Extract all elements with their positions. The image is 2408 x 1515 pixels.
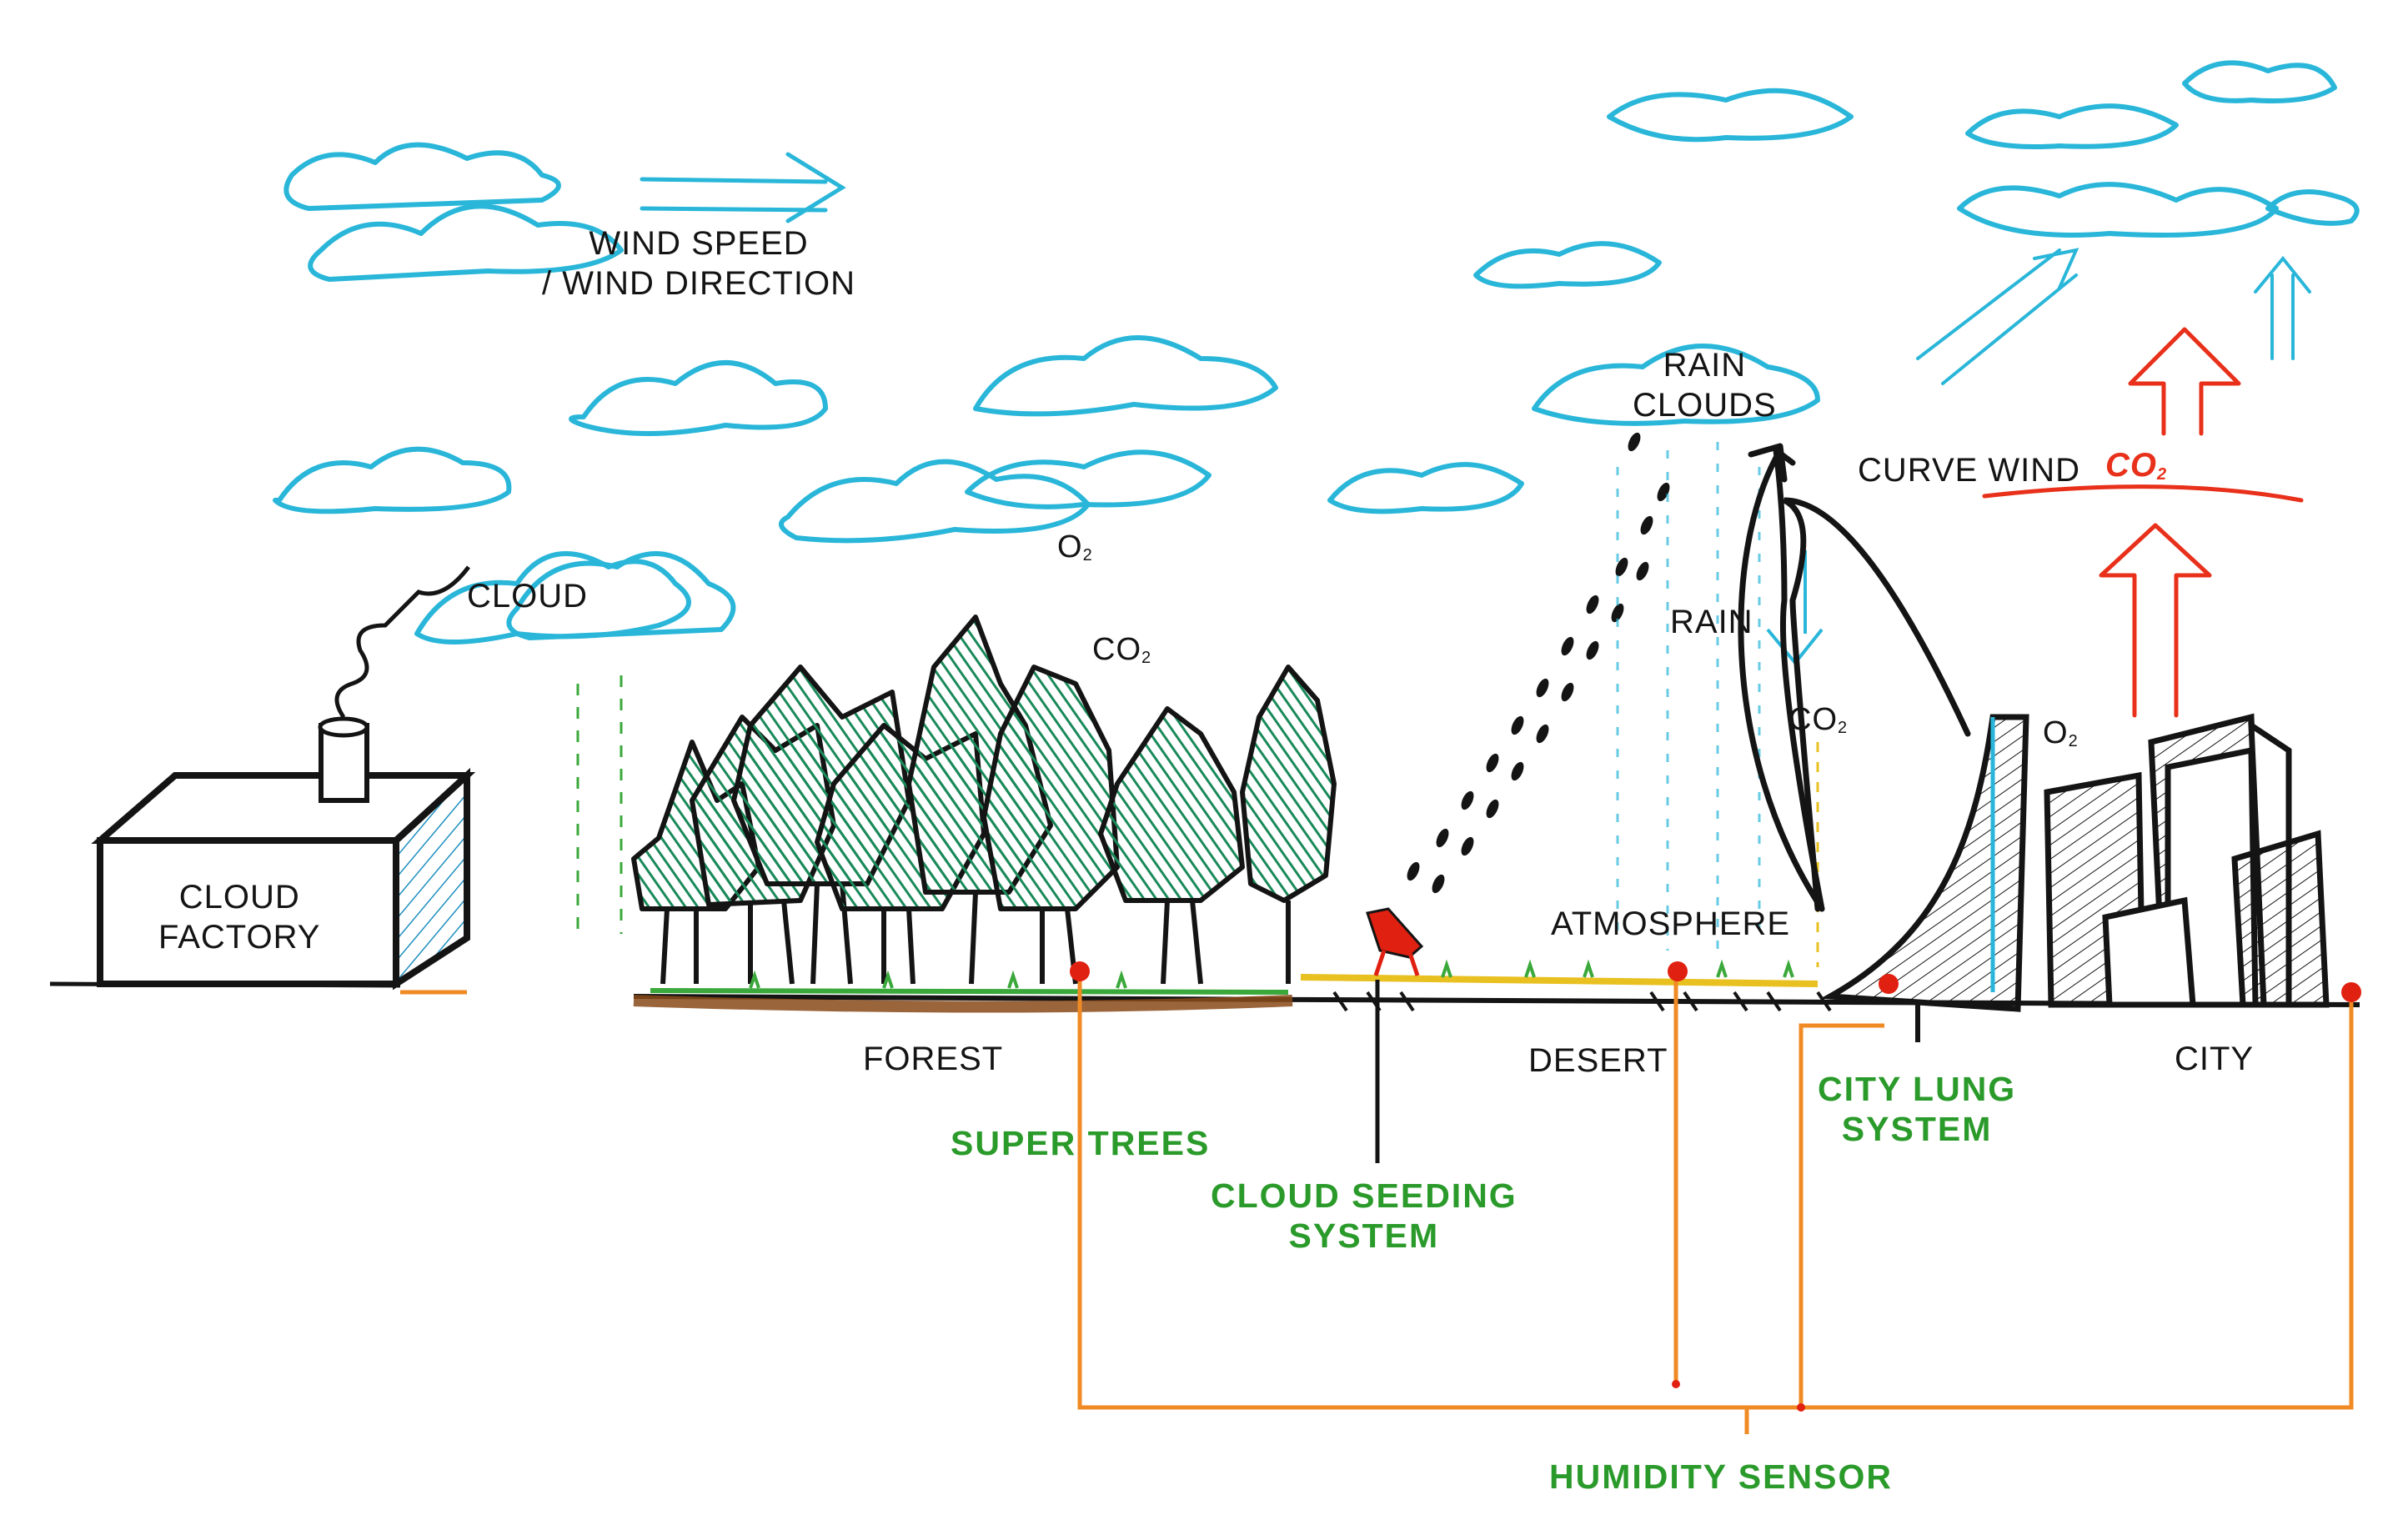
sensor-wire-joint-2 (1797, 1403, 1805, 1412)
tree-7 (1098, 706, 1245, 985)
co2-forest-label: CO2 (1092, 632, 1152, 667)
city-buildings (2044, 713, 2330, 1008)
cloud-factory-building (91, 565, 476, 991)
sky-clouds (273, 60, 2360, 645)
o2-city-label: O2 (2043, 715, 2079, 750)
rain-clouds-label: RAIN CLOUDS (1633, 347, 1777, 424)
cloud-factory-label: CLOUD FACTORY (158, 879, 321, 956)
desert-label: DESERT (1528, 1042, 1668, 1079)
tree-8 (1240, 665, 1337, 984)
building-5 (2231, 830, 2330, 1008)
cloud-15 (2182, 60, 2337, 103)
rain-dashes (1616, 442, 1761, 951)
cloud-1 (283, 142, 561, 211)
cloud-2 (308, 203, 624, 282)
forest-label: FOREST (863, 1041, 1004, 1077)
city-lung-label: CITY LUNG SYSTEM (1818, 1070, 2017, 1148)
cloud-14 (1957, 182, 2279, 238)
cloud-6 (779, 459, 1091, 544)
city-lung-structure (1819, 714, 2029, 1042)
curve-wind-arrow (1773, 447, 1971, 912)
cloud-seeding-label: CLOUD SEEDING SYSTEM (1211, 1176, 1518, 1255)
cloud-4 (273, 446, 512, 514)
chimney-smoke (334, 565, 470, 719)
cloud-seeding-device (1366, 907, 1424, 976)
cloud-label: CLOUD (467, 578, 589, 615)
humidity-sensor-label: HUMIDITY SENSOR (1549, 1457, 1893, 1496)
curve-wind-label: CURVE WIND (1858, 452, 2081, 489)
co2-desert-label: CO2 (1788, 702, 1849, 737)
forest-trees (631, 615, 1337, 985)
cloud-10 (1473, 241, 1662, 289)
sensor-wiring (1077, 974, 2354, 1434)
sensor-desert (1668, 961, 1688, 981)
sensor-dots (1070, 961, 2361, 1412)
cloud-11 (1532, 344, 1820, 426)
factory-cloud-dashes (576, 675, 623, 934)
factory-cloud (414, 551, 691, 645)
cloud-7 (973, 335, 1278, 417)
atmosphere-label: ATMOSPHERE (1551, 905, 1791, 942)
sensor-forest (1070, 961, 1090, 981)
heat-arrows (1982, 327, 2304, 718)
cloud-13 (1965, 103, 2179, 149)
cloud-3 (569, 360, 828, 436)
curve-wind-arrow-head (1738, 443, 1825, 912)
super-trees-label: SUPER TREES (951, 1124, 1211, 1162)
o2-forest-label: O2 (1057, 529, 1093, 564)
sensor-wire-joint-1 (1672, 1380, 1680, 1388)
co2-city-label: CO2 (2105, 447, 2168, 484)
rain-label: RAIN (1670, 604, 1753, 640)
grass (749, 959, 1794, 989)
building-6 (2102, 896, 2196, 1008)
chimney (319, 723, 369, 803)
cloud-12 (1607, 88, 1854, 143)
wind-label: WIND SPEED / WIND DIRECTION (542, 225, 855, 302)
city-updraft-arrows (1916, 248, 2311, 385)
sensor-city (2341, 982, 2361, 1002)
cloud-8 (965, 449, 1212, 509)
cloud-seeding-spray (1407, 432, 1670, 894)
cloud-16 (2265, 189, 2360, 226)
wind-arrow (640, 152, 846, 223)
sensor-city-lung (1879, 974, 1899, 994)
city-label: CITY (2175, 1041, 2255, 1077)
cloud-9 (1327, 462, 1524, 514)
